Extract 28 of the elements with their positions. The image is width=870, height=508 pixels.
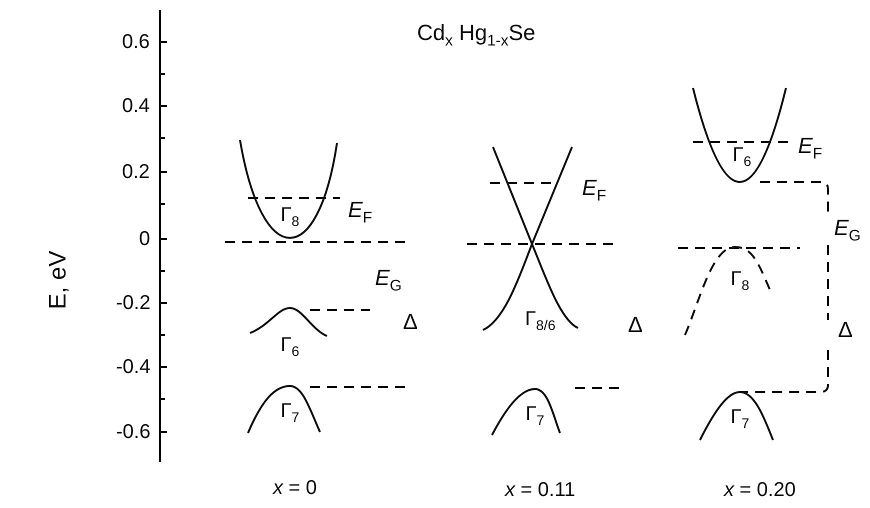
energy-label: E$_{G}$ — [375, 266, 402, 294]
axis-tick-label: -0.2 — [116, 293, 150, 313]
composition-label: x = 0.20 — [724, 480, 796, 500]
energy-label: E$_{G}$ — [834, 216, 861, 244]
axis-tick-label: -0.4 — [116, 357, 150, 377]
axis-tick-label: 0 — [139, 229, 150, 249]
energy-label: Δ — [628, 314, 643, 336]
band-label: Γ$_{8/6}$ — [525, 308, 556, 332]
band-label: Γ$_{7}$ — [730, 406, 750, 430]
band-label: Γ$_{8}$ — [280, 204, 300, 228]
band-label: Γ$_{6}$ — [280, 334, 300, 358]
chart-title: Cd$_{x}$ Hg$_{1-x}$Se — [417, 22, 536, 48]
axis-tick-label: 0.2 — [122, 162, 150, 182]
axis-tick-label: -0.6 — [116, 422, 150, 442]
energy-label: E$_{F}$ — [348, 198, 372, 226]
composition-label: x = 0 — [273, 478, 317, 498]
axis-title: E, eV — [46, 250, 70, 310]
band-label: Γ$_{6}$ — [732, 144, 752, 168]
band-label: Γ$_{7}$ — [280, 400, 300, 424]
axis-tick-label: 0.4 — [122, 96, 150, 116]
energy-label: Δ — [838, 319, 853, 341]
band-label: Γ$_{7}$ — [526, 404, 544, 426]
energy-label: Δ — [403, 311, 418, 333]
band-label: Γ$_{8}$ — [730, 268, 750, 292]
energy-label: E$_{F}$ — [582, 176, 606, 204]
axis-tick-label: 0.6 — [122, 32, 150, 52]
composition-label: x = 0.11 — [505, 480, 576, 500]
energy-label: E$_{F}$ — [798, 134, 822, 162]
